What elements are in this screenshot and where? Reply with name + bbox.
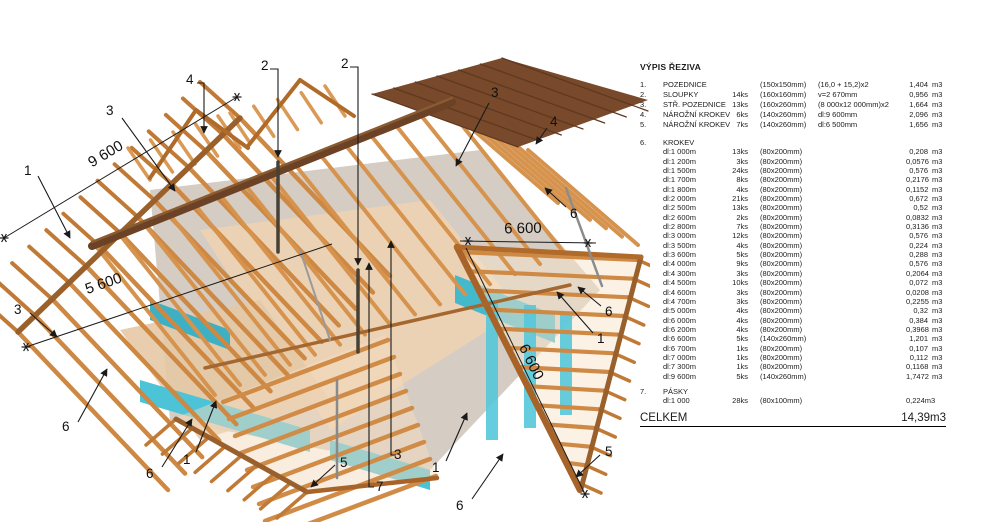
total-value: 14,39m3 bbox=[901, 411, 946, 424]
cutlist-title: VÝPIS ŘEZIVA bbox=[640, 62, 701, 72]
dimension-label: 5 600 bbox=[83, 270, 124, 298]
callout-leaders bbox=[29, 66, 602, 500]
roof-structure bbox=[0, 57, 650, 522]
callout-label: 1 bbox=[183, 452, 191, 467]
callout-label: 6 bbox=[456, 498, 464, 513]
callout-label: 5 bbox=[605, 444, 613, 459]
callout-label: 1 bbox=[597, 331, 605, 346]
dimension-label: 6 600 bbox=[504, 220, 542, 238]
callout-label: 7 bbox=[376, 479, 384, 494]
callout-label: 6 bbox=[146, 466, 154, 481]
callout-label: 3 bbox=[106, 103, 114, 118]
callout-label: 1 bbox=[432, 460, 440, 475]
total-label: CELKEM bbox=[640, 411, 688, 424]
callout-label: 1 bbox=[24, 163, 32, 178]
callout-label: 3 bbox=[14, 302, 22, 317]
callout-label: 4 bbox=[186, 72, 194, 87]
callout-label: 6 bbox=[570, 206, 578, 221]
callout-label: 2 bbox=[261, 58, 269, 73]
cutlist-total-row: CELKEM 14,39m3 bbox=[640, 412, 946, 427]
cutlist-row: 6.KROKEV bbox=[640, 138, 695, 147]
callout-label: 6 bbox=[62, 419, 70, 434]
callout-label: 3 bbox=[394, 447, 402, 462]
cutlist-panel: VÝPIS ŘEZIVA 1.POZEDNICE(150x150mm)(16,0… bbox=[640, 62, 960, 427]
callout-label: 5 bbox=[340, 455, 348, 470]
dimension-label: 9 600 bbox=[85, 137, 126, 171]
callout-label: 4 bbox=[550, 114, 558, 129]
callout-label: 3 bbox=[491, 85, 499, 100]
callout-label: 2 bbox=[341, 56, 349, 71]
dimension-lines bbox=[3, 96, 597, 493]
callout-label: 6 bbox=[605, 304, 613, 319]
cutlist-row: 7.PÁSKY bbox=[640, 386, 689, 396]
